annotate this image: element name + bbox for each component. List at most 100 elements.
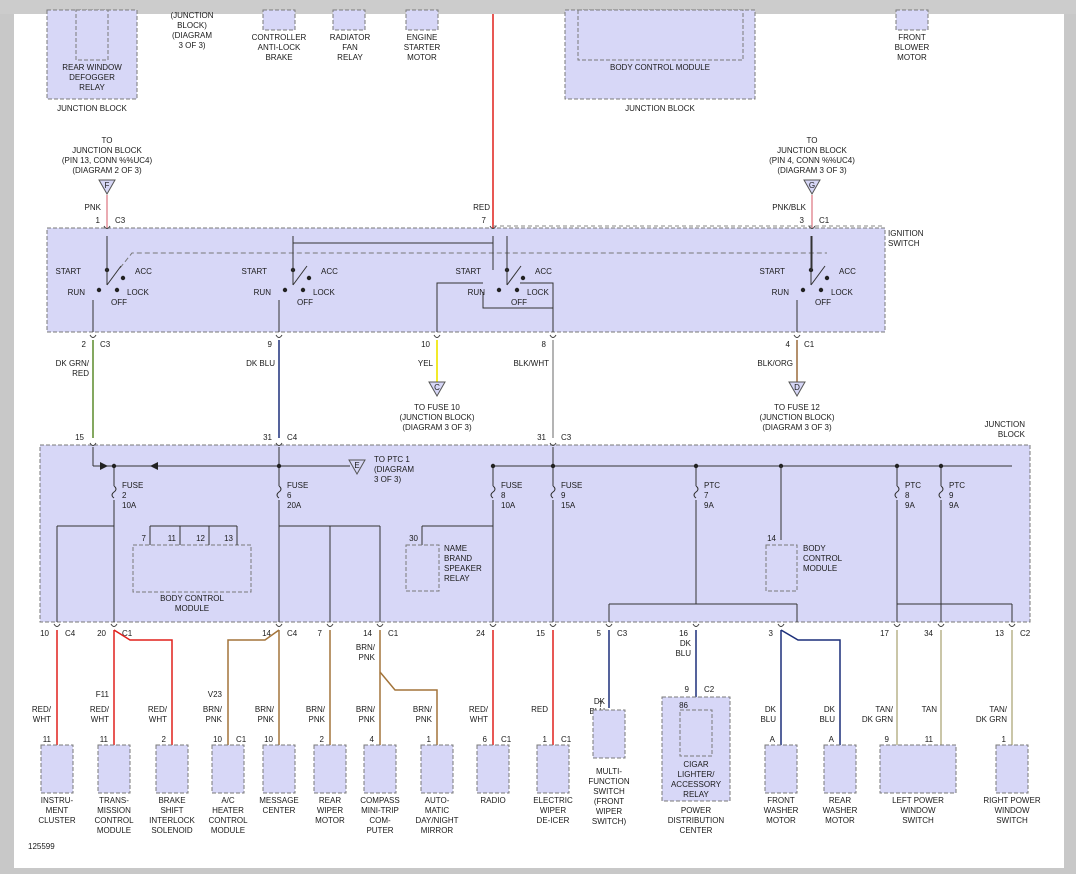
wire-color-label: RED	[531, 705, 548, 714]
run-label: RUN	[68, 288, 86, 297]
switch-blade	[292, 265, 308, 286]
wire-label-pnk: PNK	[85, 203, 102, 212]
comp-pin: A	[770, 735, 776, 744]
connector-C-text: TO FUSE 10	[414, 403, 460, 412]
pin-cap	[433, 334, 441, 338]
jb-pin-31a: 31	[263, 433, 272, 442]
start-label: START	[56, 267, 82, 276]
relay-label: RELAY	[683, 790, 709, 799]
off-label: OFF	[815, 298, 831, 307]
wire-color-label: WHT	[470, 715, 488, 724]
comp-pin: 1	[427, 735, 432, 744]
connector-C	[428, 381, 446, 398]
relay-label: LIGHTER/	[678, 770, 716, 779]
ignition-switch-label: SWITCH	[888, 239, 920, 248]
comp-label: WASHER	[823, 806, 858, 815]
contact-dot	[520, 275, 526, 281]
comp-pin: 7	[599, 700, 604, 709]
wire-run	[379, 671, 438, 745]
wire-run	[780, 629, 841, 745]
component-box	[592, 709, 626, 759]
component-box	[420, 744, 454, 794]
pin-cap	[893, 623, 901, 627]
comp-label: CLUSTER	[38, 816, 76, 825]
jb-conn-c3: C3	[561, 433, 572, 442]
comp-label: RADIO	[480, 796, 505, 805]
pin-cap	[793, 334, 801, 338]
circuit-id: V23	[208, 690, 223, 699]
fuse-rating: 10A	[122, 501, 137, 510]
comp-label: WIPER	[317, 806, 343, 815]
junction-block-left-label: JUNCTION BLOCK	[57, 104, 127, 113]
relay-label: ACCESSORY	[671, 780, 722, 789]
out-wire-label: RED	[72, 369, 89, 378]
comp-label: LEFT POWER	[892, 796, 944, 805]
fuse-rating: 9A	[704, 501, 714, 510]
comp-label: TRANS-	[99, 796, 129, 805]
wire-color-label: WHT	[91, 715, 109, 724]
acc-label: ACC	[135, 267, 152, 276]
component-box	[363, 744, 397, 794]
comp-pin: 11	[100, 735, 109, 744]
pin-cap	[275, 334, 283, 338]
connector-F-text: (PIN 13, CONN %%UC4)	[62, 156, 153, 165]
comp-label: A/C	[221, 796, 235, 805]
bcm-pin: 11	[168, 534, 177, 543]
pin-cap	[1008, 623, 1016, 627]
bcm2-label: CONTROL	[803, 554, 843, 563]
mech-link	[119, 252, 827, 269]
out-conn: C2	[1020, 629, 1031, 638]
comp-label: MISSION	[97, 806, 131, 815]
comp-label: CONTROL	[94, 816, 134, 825]
comp-conn: C1	[236, 735, 247, 744]
bcm-label: MODULE	[175, 604, 209, 613]
connector-F	[98, 179, 116, 196]
fuse-name: FUSE	[122, 481, 143, 490]
wire-color-label: DK GRN	[862, 715, 893, 724]
out-pin: 9	[268, 340, 273, 349]
wire-color-label: BRN/	[356, 643, 376, 652]
connector-F-letter: F	[105, 181, 110, 190]
wire-color-label: WHT	[149, 715, 167, 724]
fuse-symbol	[276, 485, 282, 499]
blower-motor-box	[895, 9, 929, 31]
comp-label: WIPER	[540, 806, 566, 815]
comp-label: MOTOR	[315, 816, 345, 825]
fuse-symbol	[550, 485, 556, 499]
run-label: RUN	[468, 288, 486, 297]
off-label: OFF	[297, 298, 313, 307]
bcm-pin: 7	[142, 534, 147, 543]
component-box	[476, 744, 510, 794]
contact-dot	[282, 287, 288, 293]
contact-dot	[824, 275, 830, 281]
connector-D-text: (DIAGRAM 3 OF 3)	[762, 423, 832, 432]
fuse-number: 8	[905, 491, 910, 500]
blower-motor-label: MOTOR	[897, 53, 927, 62]
bcm-top-label: BODY CONTROL MODULE	[610, 63, 710, 72]
wire-color-label: RED/	[148, 705, 168, 714]
comp-label: SWITCH	[996, 816, 1028, 825]
fuse-number: 7	[704, 491, 709, 500]
connector-G-text: TO	[807, 136, 818, 145]
bcm-label: BODY CONTROL	[160, 594, 224, 603]
connector-F-text: TO	[102, 136, 113, 145]
out-pin: 34	[924, 629, 933, 638]
start-label: START	[456, 267, 482, 276]
fuse-name: PTC	[905, 481, 921, 490]
bcm2-label: BODY	[803, 544, 826, 553]
wire-color-label: PNK	[206, 715, 223, 724]
comp-label: DE-ICER	[537, 816, 570, 825]
comp-conn: C1	[561, 735, 572, 744]
name-brand-label: NAME	[444, 544, 467, 553]
fuse-rating: 20A	[287, 501, 302, 510]
out-wire-label: BLK/ORG	[757, 359, 793, 368]
lock-label: LOCK	[127, 288, 149, 297]
wire-label-red: RED	[473, 203, 490, 212]
comp-label: COM-	[369, 816, 391, 825]
component-box	[97, 744, 131, 794]
comp-pin: 9	[685, 685, 690, 694]
pin-cap	[53, 623, 61, 627]
comp-label: CENTER	[263, 806, 296, 815]
